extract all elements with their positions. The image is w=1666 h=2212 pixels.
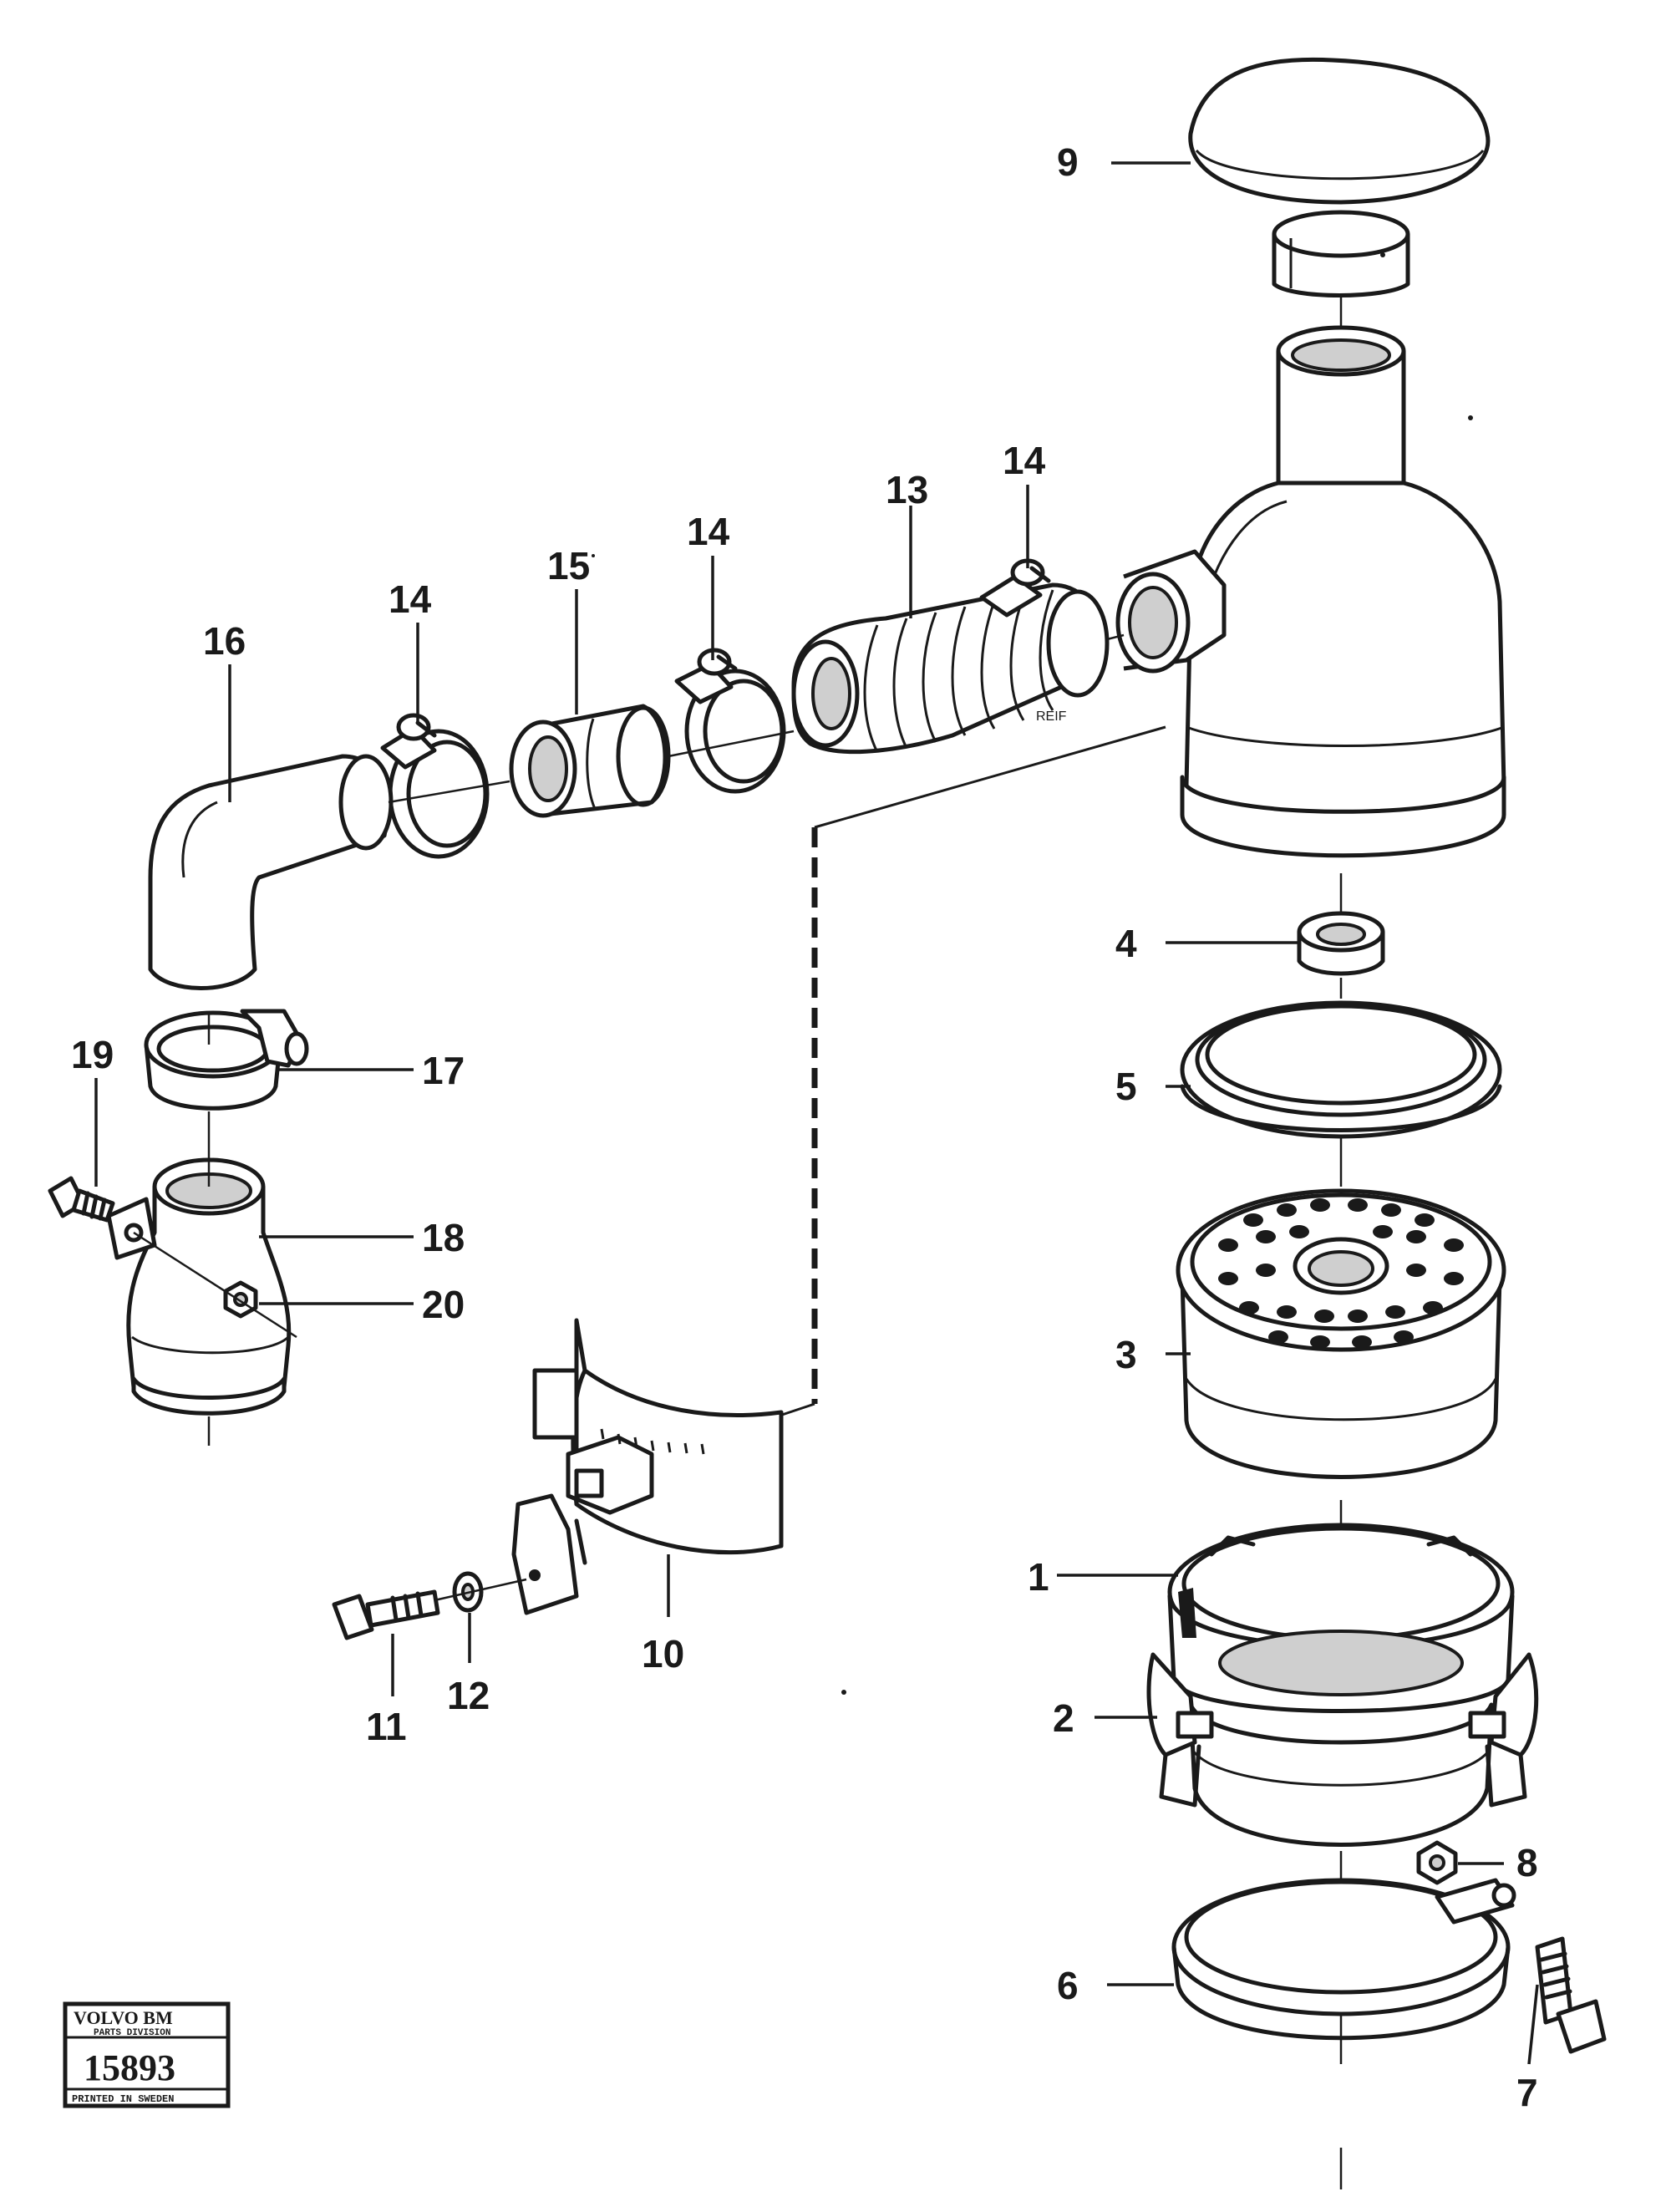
label-part-6: 6 [1057,1964,1079,2007]
part-7-bolt [1535,1936,1607,2054]
label-part-16: 16 [203,619,246,663]
label-part-19: 19 [71,1033,114,1076]
label-part-17: 17 [422,1049,465,1092]
label-part-10: 10 [642,1632,684,1676]
label-part-11: 11 [366,1705,407,1748]
label-part-1: 1 [1028,1555,1049,1599]
label-part-14-right: 14 [1003,439,1046,482]
label-part-7: 7 [1516,2071,1538,2114]
part-number-labels: 9 4 5 3 1 2 8 6 7 10 11 12 13 14 14 15 1… [71,140,1538,2114]
label-part-15: 15 [547,544,590,587]
part-14-hose-clamp-b [674,648,786,794]
part-3-filter-element [1176,1188,1506,1479]
part-8-nut [1416,1840,1458,1885]
leader-lines [94,161,1539,2065]
label-part-2: 2 [1053,1696,1074,1740]
label-part-12: 12 [447,1674,490,1717]
label-part-4: 4 [1115,922,1137,965]
hose-marking: REIF [1036,709,1067,724]
label-part-5: 5 [1115,1065,1137,1108]
air-cleaner-housing [1115,252,1506,858]
part-10-bracket [511,1318,784,1615]
part-20-nut [133,1231,297,1339]
part-19-bolt [48,1176,115,1223]
part-11-bolt [332,1589,440,1640]
stamp-brand: VOLVO BM [74,2007,173,2028]
label-part-14-middle: 14 [687,510,730,553]
volvo-bm-parts-stamp: VOLVO BM PARTS DIVISION 15893 PRINTED IN… [63,2001,231,2108]
part-9-rain-cap [1188,57,1491,297]
part-12-washer [434,1571,527,1613]
label-part-14-left: 14 [389,577,432,621]
stamp-printed: PRINTED IN SWEDEN [72,2093,174,2105]
bracket-reference-line [776,725,1166,1418]
part-4-bushing [1297,911,1385,976]
part-15-connector-pipe [509,704,671,818]
label-part-8: 8 [1516,1841,1538,1884]
part-13-corrugated-hose: REIF [791,582,1110,755]
bracket-ticks [600,1428,705,1455]
part-14-hose-clamp-a [380,713,490,859]
stamp-division: PARTS DIVISION [94,2028,170,2038]
part-17-clamp-ring [144,1009,309,1111]
part-6-clamp-band [1171,1878,1516,2041]
label-part-20: 20 [422,1283,465,1326]
label-part-13: 13 [886,468,928,511]
part-16-elbow-hose [148,754,394,990]
part-5-gasket [1180,1000,1502,1139]
part-18-reducer [106,1157,292,1416]
label-part-3: 3 [1115,1333,1137,1376]
stamp-number: 15893 [84,2047,175,2088]
label-part-9: 9 [1057,140,1079,184]
label-part-18: 18 [422,1216,465,1259]
filter-perforations [1218,1198,1464,1349]
part-1-2-dust-cup [1146,1523,1539,1847]
